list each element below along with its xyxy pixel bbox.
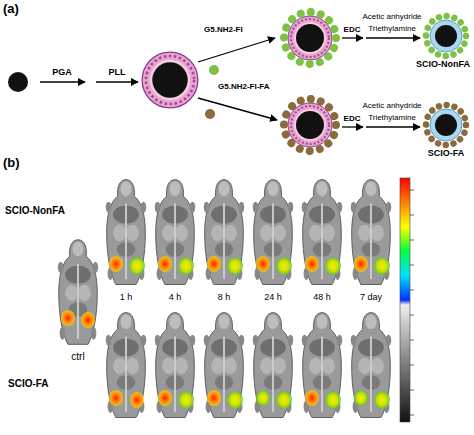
- text-label: 48 h: [313, 293, 331, 303]
- text-label: G5.NH2-FI-FA: [218, 83, 270, 92]
- text-label: 1 h: [120, 293, 133, 303]
- text-label: Acetic anhydride: [362, 13, 421, 22]
- text-label: 7 day: [360, 293, 382, 303]
- text-label: 8 h: [218, 293, 231, 303]
- particle-name: SCIO-FA: [426, 149, 467, 159]
- text-label: SCIO-NonFA: [5, 205, 65, 216]
- text-label: PLL: [109, 68, 126, 78]
- text-label: Triethylamine: [368, 114, 416, 123]
- text-label: 24 h: [264, 293, 282, 303]
- text-label: PGA: [52, 68, 72, 78]
- text-label: SCIO-FA: [8, 378, 49, 389]
- synthesis-scheme: [8, 12, 466, 151]
- particle-node: SCIO-FA: [426, 100, 467, 159]
- text-label: EDC: [344, 115, 361, 124]
- particle-node: SCIO-NonFA: [414, 12, 472, 70]
- text-label: Triethylamine: [368, 25, 416, 34]
- text-label: EDC: [344, 26, 361, 35]
- mouse-images: [58, 180, 391, 418]
- text-label: G5.NH2-FI: [204, 26, 243, 35]
- text-label: (b): [3, 156, 20, 170]
- text-label: Acetic anhydride: [362, 102, 421, 111]
- particle-name: SCIO-NonFA: [414, 60, 472, 70]
- text-label: ctrl: [71, 351, 84, 362]
- color-scale-bar: [400, 178, 414, 422]
- text-label: (a): [3, 2, 19, 16]
- text-label: 4 h: [169, 293, 182, 303]
